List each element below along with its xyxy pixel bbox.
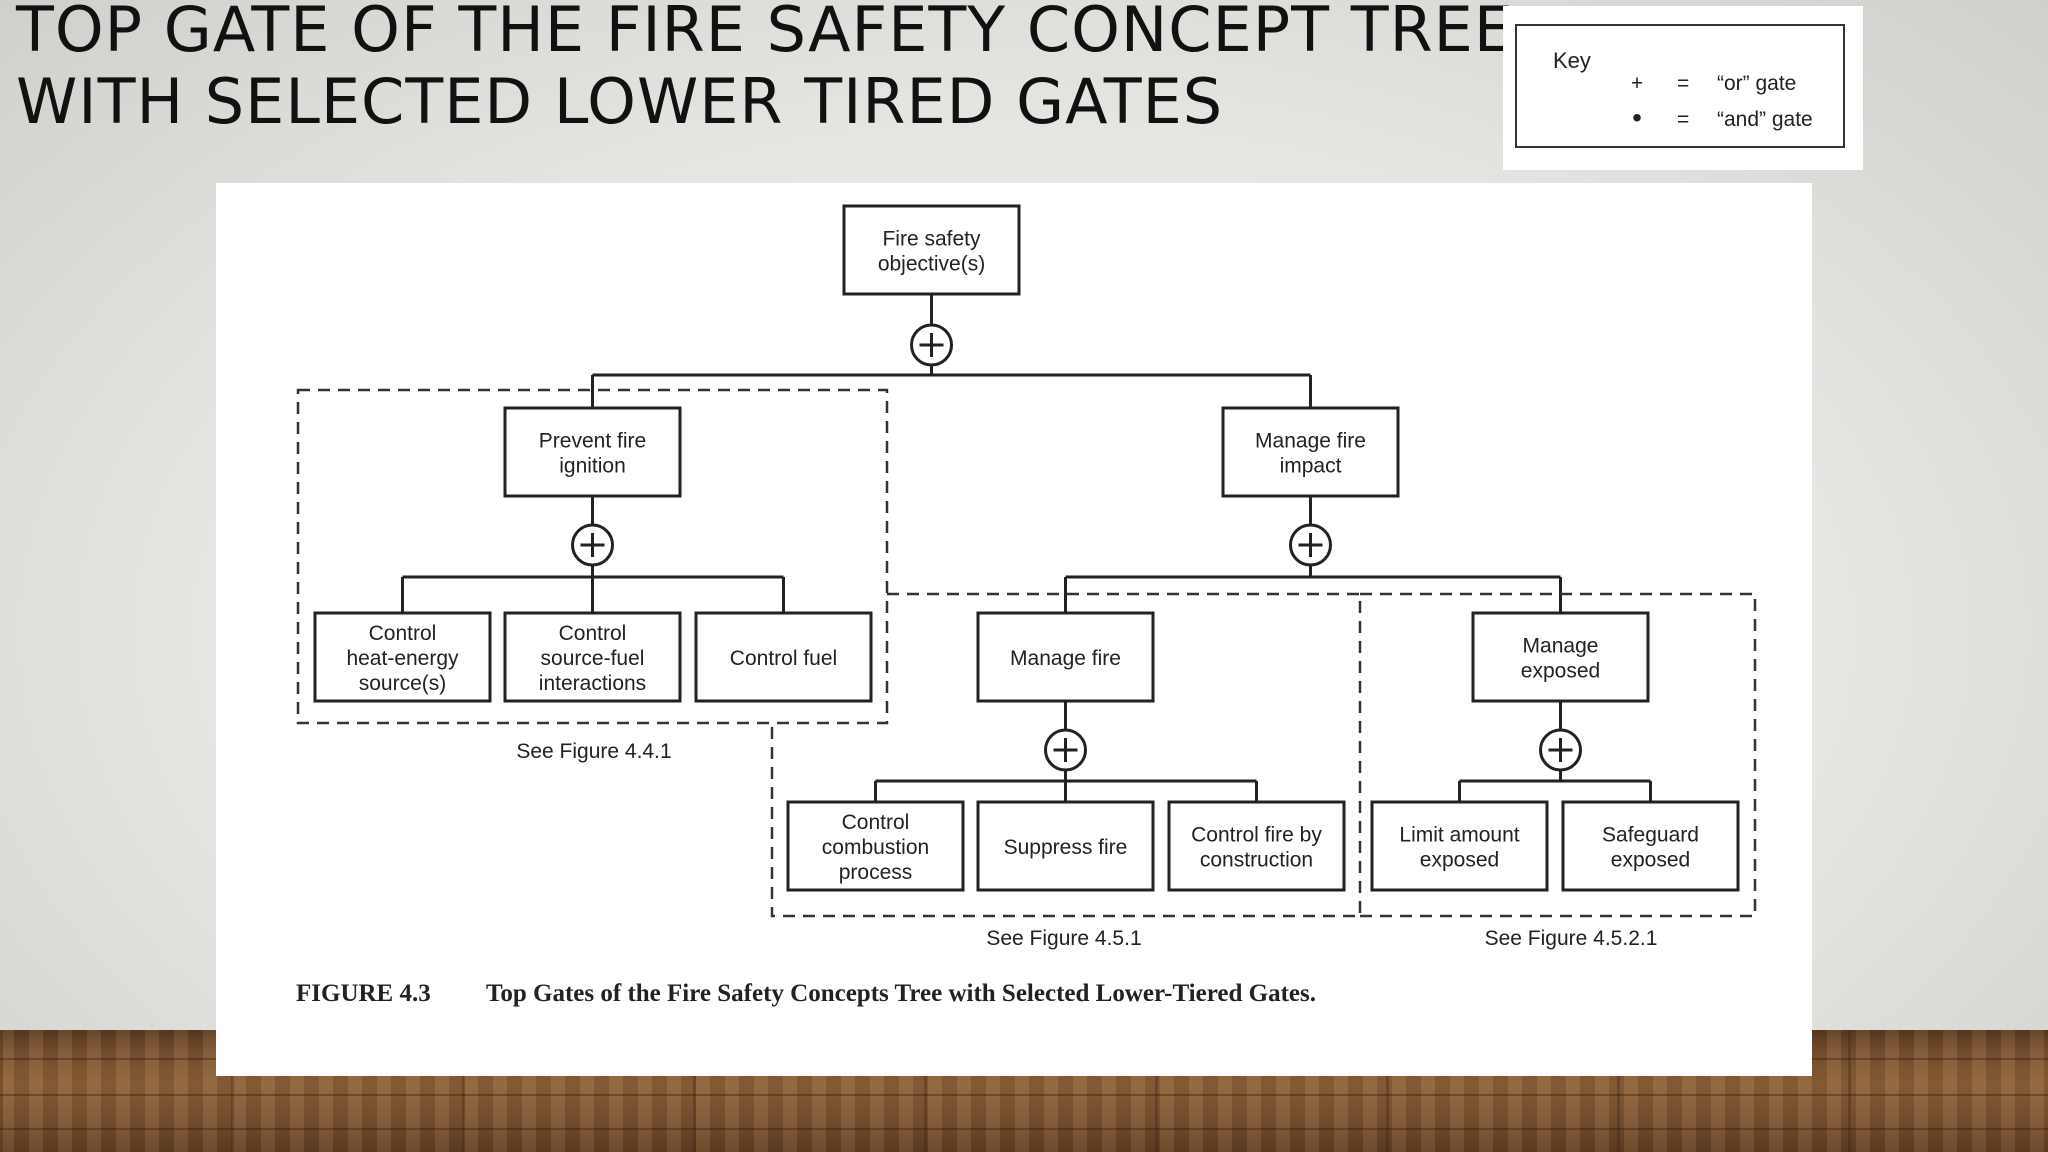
key-title: Key <box>1553 48 1591 73</box>
node-label: exposed <box>1611 849 1690 872</box>
key-legend: Key + = “or” gate • = “and” gate <box>1503 6 1863 170</box>
node-label: Limit amount <box>1399 824 1519 847</box>
or-gate-icon <box>1289 523 1332 567</box>
tree-gates <box>571 323 1582 772</box>
node-label: exposed <box>1420 849 1499 872</box>
key-legend-box: Key + = “or” gate • = “and” gate <box>1515 24 1845 148</box>
node-box <box>976 611 1155 703</box>
key-equals-sign: = <box>1677 72 1690 95</box>
node-label: construction <box>1200 849 1313 872</box>
node-label: source(s) <box>359 672 447 695</box>
see-figure-4-4-1-region <box>296 388 889 725</box>
node-box <box>976 800 1155 892</box>
node-box <box>786 800 965 892</box>
node-label: impact <box>1280 455 1342 478</box>
slide-title-line-2: WITH SELECTED LOWER TIRED GATES <box>16 65 1224 138</box>
node-label: Safeguard <box>1602 824 1699 847</box>
and-gate-symbol: • <box>1632 102 1642 133</box>
node-label: Fire safety <box>882 228 981 251</box>
or-gate-icon <box>1539 728 1582 772</box>
node-label: exposed <box>1521 660 1600 683</box>
node-label: Suppress fire <box>1004 836 1128 859</box>
node-label: Control <box>369 622 437 645</box>
figure-caption-text: Top Gates of the Fire Safety Concepts Tr… <box>486 980 1316 1007</box>
node-box <box>1370 800 1549 892</box>
node-label: Control <box>842 811 910 834</box>
slide-title: TOP GATE OF THE FIRE SAFETY CONCEPT TREE… <box>16 0 1514 138</box>
or-gate-icon <box>1044 728 1087 772</box>
key-equals-sign: = <box>1677 108 1690 131</box>
node-label: Manage fire <box>1010 647 1121 670</box>
node-box <box>1471 611 1650 703</box>
node-box <box>842 204 1021 296</box>
key-entry-label: “and” gate <box>1717 108 1813 131</box>
node-label: process <box>839 861 913 884</box>
tree-node-suppress: Suppress fire <box>976 800 1155 892</box>
node-box <box>503 406 682 498</box>
node-box <box>1561 800 1740 892</box>
node-box <box>313 611 492 703</box>
key-entry-label: “or” gate <box>1717 72 1797 95</box>
or-gate-icon <box>910 323 953 367</box>
node-box <box>1221 406 1400 498</box>
node-label: source-fuel <box>541 647 645 670</box>
see-figure-label: See Figure 4.5.2.1 <box>1485 927 1658 950</box>
node-label: Control fire by <box>1191 824 1322 847</box>
tree-node-control-fuel: Control fuel <box>694 611 873 703</box>
node-label: Control fuel <box>730 647 837 670</box>
node-box <box>1167 800 1346 892</box>
node-label: Manage <box>1523 635 1599 658</box>
tree-node-manage-fire: Manage fire <box>976 611 1155 703</box>
see-figure-label: See Figure 4.4.1 <box>516 740 671 763</box>
node-label: ignition <box>559 455 626 478</box>
node-label: objective(s) <box>878 253 985 276</box>
slide-title-line-1: TOP GATE OF THE FIRE SAFETY CONCEPT TREE <box>16 0 1515 66</box>
node-label: interactions <box>539 672 646 695</box>
figure-caption-number: FIGURE 4.3 <box>296 980 431 1007</box>
node-label: combustion <box>822 836 929 859</box>
node-box <box>694 611 873 703</box>
node-box <box>503 611 682 703</box>
see-figure-label: See Figure 4.5.1 <box>986 927 1141 950</box>
node-label: heat-energy <box>346 647 459 670</box>
node-label: Prevent fire <box>539 430 646 453</box>
see-figure-4-5-1-region <box>770 592 1362 918</box>
node-label: Control <box>559 622 627 645</box>
figure-reference-regions <box>296 388 1757 918</box>
or-gate-icon <box>571 523 614 567</box>
node-label: Manage fire <box>1255 430 1366 453</box>
or-gate-symbol: + <box>1630 72 1644 95</box>
